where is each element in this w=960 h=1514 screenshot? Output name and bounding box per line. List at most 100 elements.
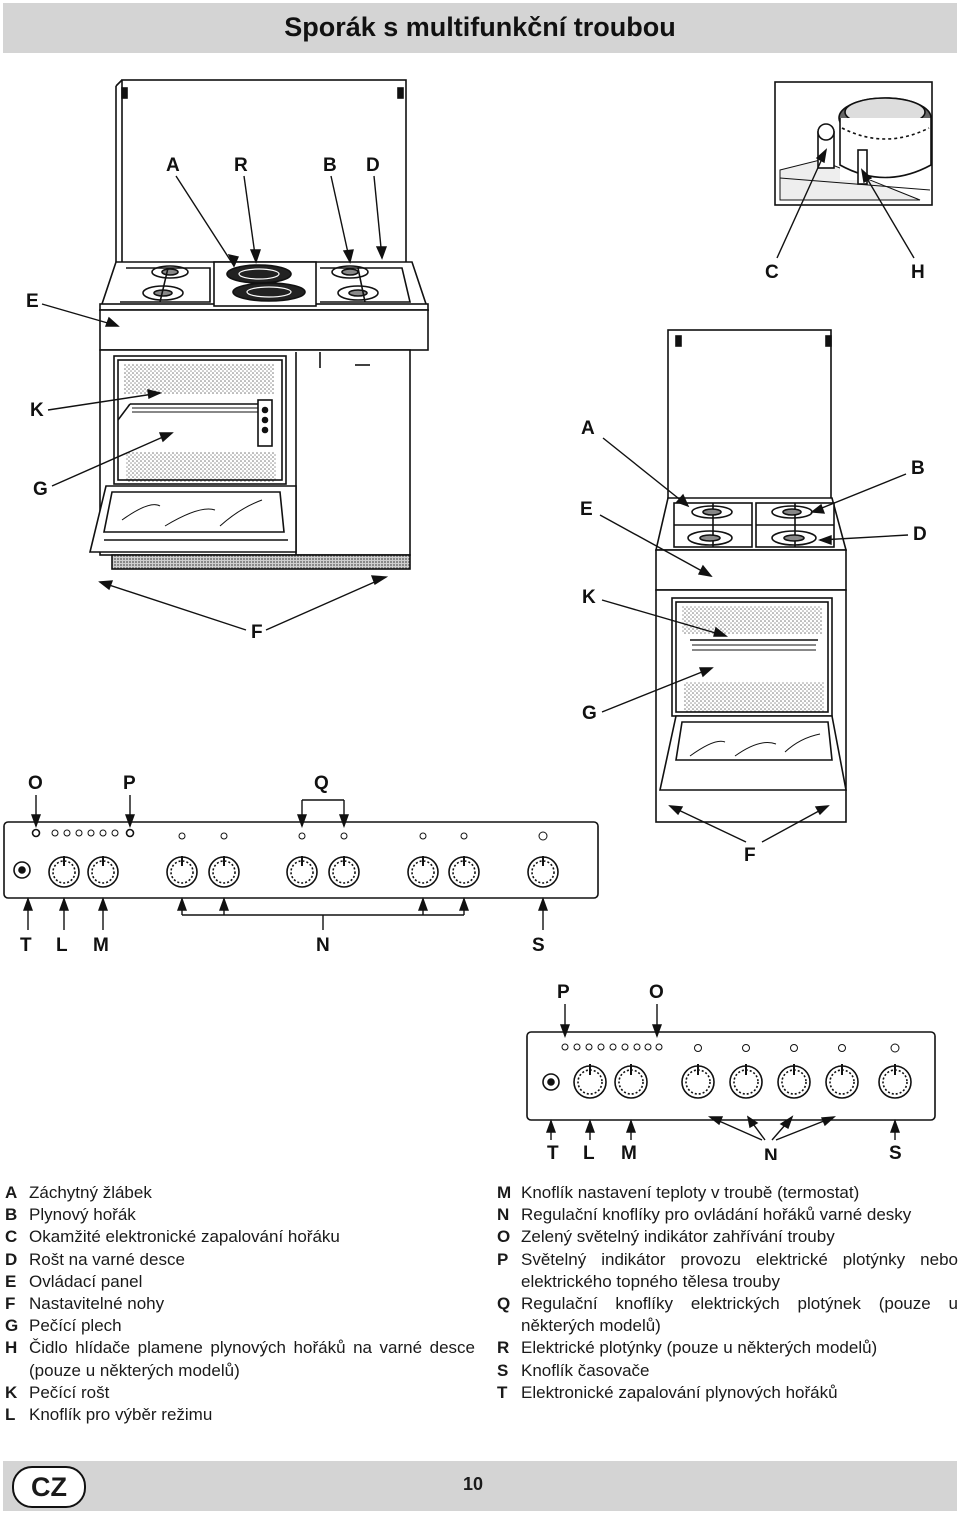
svg-text:B: B [323, 155, 337, 176]
legend-text: Čidlo hlídače plamene plynových hořáků n… [29, 1338, 475, 1380]
cooker-narrow-labels: A B E D K G F [580, 418, 927, 866]
inset-pointers [776, 148, 915, 259]
cooker-narrow-pointers [599, 437, 909, 843]
title-bar: Sporák s multifunkční troubou [3, 3, 957, 53]
knob [48, 856, 559, 888]
cooker-narrow-drawing [654, 329, 848, 823]
svg-text:K: K [582, 587, 596, 608]
legend-item: L Knoflík pro výběr režimu [5, 1404, 475, 1426]
legend-text: Ovládací panel [29, 1271, 143, 1291]
legend-item: G Pečící plech [5, 1315, 475, 1337]
legend-text: Záchytný žlábek [29, 1183, 152, 1202]
legend-text: Světelný indikátor provozu elektrické pl… [521, 1249, 958, 1291]
electric-plate [226, 264, 306, 302]
legend-text: Elektronické zapalování plynových hořáků [521, 1382, 838, 1402]
svg-text:M: M [621, 1143, 637, 1160]
legend-text: Regulační knoflíky elektrických plotýnek… [521, 1294, 958, 1336]
control-panel-wide-pointers [23, 795, 548, 930]
page-title: Sporák s multifunkční troubou [284, 12, 676, 42]
svg-text:P: P [557, 982, 570, 1003]
svg-text:P: P [123, 773, 136, 794]
legend-letter: N [497, 1205, 510, 1225]
svg-text:F: F [251, 622, 263, 643]
svg-text:N: N [316, 935, 330, 956]
svg-text:E: E [26, 291, 39, 312]
svg-text:T: T [20, 935, 32, 956]
footer-bar: CZ 10 [3, 1461, 957, 1511]
control-panel-wide-labels: O P Q T L M N S [20, 773, 545, 956]
legend-text: Plynový hořák [29, 1205, 136, 1225]
legend-item: E Ovládací panel [5, 1271, 475, 1293]
svg-text:O: O [649, 982, 664, 1003]
legend-letter: H [5, 1338, 18, 1358]
svg-text:H: H [911, 262, 925, 283]
legend-letter: F [5, 1294, 16, 1314]
svg-text:S: S [889, 1143, 902, 1160]
legend-text: Okamžité elektronické zapalování hořáku [29, 1227, 340, 1247]
svg-text:E: E [580, 499, 593, 520]
burner-detail-inset [774, 81, 933, 206]
legend-letter: R [497, 1338, 510, 1358]
svg-text:B: B [911, 458, 925, 479]
page-number: 10 [463, 1474, 484, 1494]
svg-text:F: F [744, 845, 756, 866]
legend-item: H Čidlo hlídače plamene plynových hořáků … [5, 1337, 475, 1381]
legend-text: Knoflík pro výběr režimu [29, 1405, 213, 1425]
inset-labels: C H [765, 262, 925, 283]
svg-text:G: G [582, 703, 597, 724]
cooker-wide-pointers [41, 175, 389, 631]
svg-text:D: D [913, 524, 927, 545]
control-panel-narrow [526, 1031, 936, 1121]
cooker-wide-drawing [88, 79, 430, 570]
svg-text:N: N [764, 1146, 778, 1160]
burner [687, 505, 817, 546]
svg-text:D: D [366, 155, 380, 176]
legend-letter: S [497, 1360, 509, 1380]
svg-text:T: T [547, 1143, 559, 1160]
legend-text: Knoflík nastavení teploty v troubě (term… [521, 1183, 860, 1202]
language-badge: CZ [12, 1466, 86, 1508]
legend-text: Nastavitelné nohy [29, 1294, 165, 1314]
svg-text:G: G [33, 479, 48, 500]
legend-letter: E [5, 1271, 17, 1291]
svg-text:A: A [581, 418, 595, 439]
svg-text:L: L [56, 935, 68, 956]
legend-letter: Q [497, 1294, 511, 1314]
control-panel-wide [3, 821, 599, 899]
legend-text: Pečící rošt [29, 1382, 110, 1402]
legend-letter: L [5, 1405, 16, 1425]
stove-figure: A R B D E K G F C H [3, 79, 936, 1160]
legend-item: F Nastavitelné nohy [5, 1293, 475, 1315]
legend-letter: D [5, 1249, 18, 1269]
legend-item: B Plynový hořák [5, 1204, 475, 1226]
svg-text:K: K [30, 400, 44, 421]
legend-letter: P [497, 1249, 509, 1269]
legend-item: D Rošt na varné desce [5, 1249, 475, 1271]
svg-text:A: A [166, 155, 180, 176]
legend-text: Pečící plech [29, 1316, 122, 1336]
legend-item: C Okamžité elektronické zapalování hořáku [5, 1226, 475, 1248]
svg-text:M: M [93, 935, 109, 956]
legend-item: Q Regulační knoflíky elektrických plotýne… [497, 1293, 958, 1337]
cooker-wide-labels: A R B D E K G F [26, 155, 380, 643]
svg-text:S: S [532, 935, 545, 956]
legend-text: Elektrické plotýnky (pouze u některých m… [521, 1338, 878, 1358]
legend-text: Rošt na varné desce [29, 1249, 185, 1269]
svg-text:C: C [765, 262, 779, 283]
svg-text:Q: Q [314, 773, 329, 794]
svg-text:O: O [28, 773, 43, 794]
svg-text:L: L [583, 1143, 595, 1160]
legend-letter: O [497, 1227, 511, 1247]
legend-letter: G [5, 1316, 19, 1336]
legend-letter: B [5, 1205, 18, 1225]
svg-text:R: R [234, 155, 248, 176]
legend-letter: C [5, 1227, 18, 1247]
control-panel-narrow-labels: P O T L M N S [547, 982, 902, 1160]
control-panel-narrow-pointers [546, 1004, 900, 1141]
